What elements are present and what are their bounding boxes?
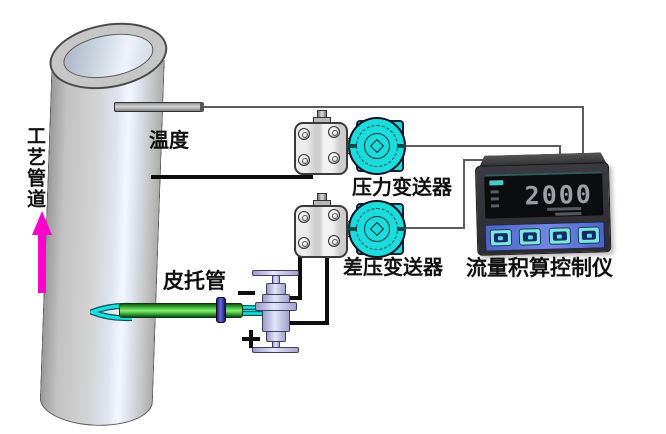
flow-direction-arrow-head	[32, 211, 52, 235]
flange-bolt	[328, 209, 340, 221]
flange-bolt	[298, 237, 310, 249]
display-value: 2000	[524, 179, 594, 211]
flow-direction-arrow-shaft	[38, 233, 46, 293]
manifold-body	[262, 294, 290, 332]
temperature-probe	[114, 102, 204, 112]
controller-keypad	[484, 221, 606, 252]
temperature-label: 温度	[149, 130, 189, 152]
process-pipe	[36, 14, 173, 430]
flow-controller: 2000	[473, 150, 616, 258]
display-tick	[490, 190, 499, 194]
dp-impulse-right-h	[284, 321, 329, 325]
pitot-tube-sleeve	[119, 303, 243, 318]
process-pipe-label: 工艺管道	[24, 126, 45, 210]
controller-button-4	[577, 226, 601, 245]
transmitter-face	[348, 200, 406, 258]
flange-bolt	[328, 126, 340, 138]
pitot-tube-label: 皮托管	[163, 269, 226, 293]
manifold-bottom-handle	[252, 347, 299, 353]
controller-body: 2000	[474, 162, 612, 256]
dp-transmitter-label: 差压变送器	[343, 257, 443, 279]
display-subtext-bar	[555, 211, 582, 216]
dp-impulse-left-v	[298, 256, 302, 300]
face-inner-ring	[364, 133, 390, 159]
flange-bolt	[298, 128, 310, 140]
display-subtext-bar	[547, 206, 582, 211]
controller-button-1	[489, 228, 512, 247]
dp-signal-line-v1	[463, 159, 465, 229]
controller-display: 2000	[484, 171, 604, 219]
flange-bolt	[328, 235, 340, 247]
dp-impulse-left-h	[284, 296, 302, 300]
face-notch-left	[348, 227, 357, 231]
pressure-impulse-line-h	[151, 175, 313, 179]
controller-button-2	[518, 228, 542, 246]
pitot-mounting-collar	[216, 297, 226, 323]
flow-controller-label: 流量积算控制仪	[466, 256, 613, 280]
plus-tap-mark-v	[249, 330, 253, 348]
face-inner-ring	[364, 216, 390, 242]
flange-bolt	[298, 211, 310, 223]
temp-signal-line-v	[582, 106, 584, 166]
flange-bolt	[328, 152, 340, 164]
display-tick	[490, 204, 500, 208]
pressure-transmitter	[292, 110, 410, 178]
flange-bolt	[298, 154, 310, 166]
pressure-transmitter-label: 压力变送器	[352, 177, 452, 199]
dp-transmitter	[292, 193, 410, 261]
pitot-outlet-tube-low	[243, 311, 268, 316]
face-notch-right	[397, 227, 406, 231]
minus-tap-mark	[238, 291, 255, 295]
temp-signal-line-h	[204, 106, 584, 108]
brand-logo-mark	[489, 180, 504, 186]
manifold-cross-plate	[255, 302, 297, 311]
pressure-signal-line-h	[406, 145, 561, 147]
transmitter-face	[348, 117, 406, 175]
face-notch-right	[397, 144, 406, 148]
dp-signal-line-h1	[406, 227, 465, 229]
dp-impulse-right-v	[325, 256, 329, 325]
display-tick	[490, 197, 499, 201]
controller-button-3	[548, 227, 571, 245]
face-notch-left	[348, 144, 357, 148]
